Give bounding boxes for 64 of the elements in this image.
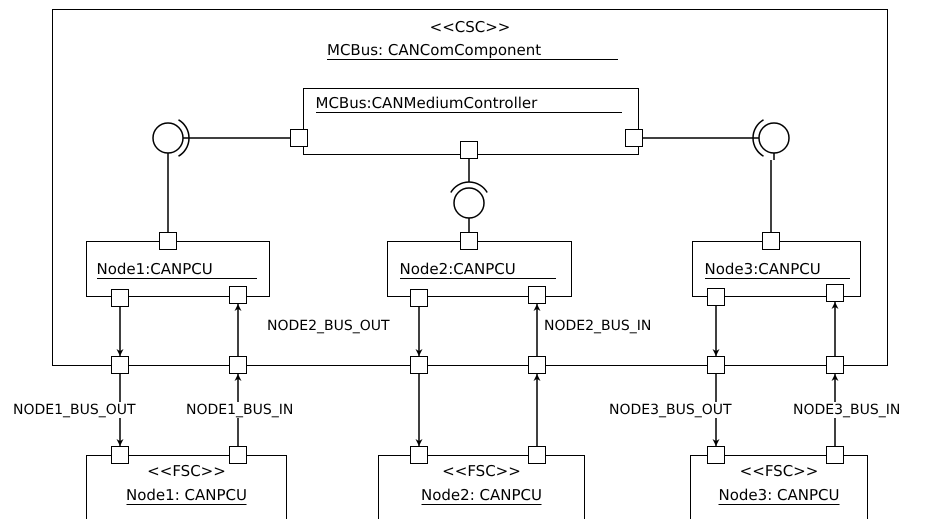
component-name: MCBus:CANMediumController	[316, 94, 622, 112]
component-name: Node1:CANPCU	[96, 260, 256, 278]
component-name: MCBus: CANComComponent	[327, 41, 618, 60]
component-box	[378, 455, 585, 519]
arrow	[416, 307, 422, 356]
port-square	[826, 446, 844, 464]
port-square	[111, 356, 129, 374]
connector-line	[468, 159, 470, 178]
component-frame	[52, 9, 888, 366]
arrow	[712, 306, 720, 356]
port-square	[290, 128, 308, 146]
connector-line	[468, 224, 470, 232]
port-square	[111, 446, 129, 464]
port-square	[826, 284, 844, 302]
component-box	[386, 240, 572, 296]
connector-line	[643, 137, 750, 139]
port-square	[762, 232, 780, 250]
port-square	[158, 232, 176, 250]
component-box	[302, 88, 638, 154]
component-box	[690, 455, 868, 519]
arrow	[534, 304, 540, 356]
port-square	[528, 356, 546, 374]
stereotype-label: <<CSC>>	[430, 18, 510, 36]
edge-label: NODE3_BUS_OUT	[608, 402, 733, 418]
edge-label: NODE1_BUS_IN	[185, 402, 294, 418]
component-box	[692, 240, 860, 296]
component-name: Node1: CANPCU	[126, 486, 247, 505]
port-square	[826, 356, 844, 374]
component-name: Node3: CANPCU	[718, 486, 840, 505]
arrow	[234, 304, 242, 356]
stereotype-label: <<FSC>>	[147, 462, 226, 480]
port-square	[707, 446, 725, 464]
component-name: Node2:CANPCU	[400, 260, 556, 278]
component-name: Node2: CANPCU	[421, 486, 542, 505]
edge-label: NODE2_BUS_IN	[543, 318, 652, 334]
connector-line	[167, 160, 169, 232]
connector-line	[192, 137, 290, 139]
component-box	[86, 240, 270, 296]
port-square	[707, 356, 725, 374]
arrow	[116, 307, 124, 356]
edge-label: NODE3_BUS_IN	[792, 402, 902, 418]
port-square	[460, 140, 478, 158]
stereotype-label: <<FSC>>	[442, 462, 521, 480]
port-square	[229, 446, 247, 464]
edge-label: NODE2_BUS_OUT	[266, 318, 391, 334]
port-square	[528, 446, 546, 464]
port-square	[706, 288, 724, 306]
arrow	[534, 374, 540, 446]
arrow	[832, 302, 838, 356]
port-square	[460, 232, 478, 250]
port-square	[229, 356, 247, 374]
port-square	[410, 288, 428, 306]
stereotype-label: <<FSC>>	[740, 462, 818, 480]
edge-label: NODE1_BUS_OUT	[12, 402, 137, 418]
port-square	[528, 286, 546, 304]
connector-line	[770, 160, 772, 232]
component-box	[86, 455, 287, 519]
component-name: Node3:CANPCU	[704, 260, 850, 278]
port-square	[410, 356, 428, 374]
arrow	[416, 374, 422, 446]
port-square	[110, 288, 128, 306]
port-square	[410, 446, 428, 464]
port-square	[624, 128, 642, 146]
port-square	[228, 286, 246, 304]
